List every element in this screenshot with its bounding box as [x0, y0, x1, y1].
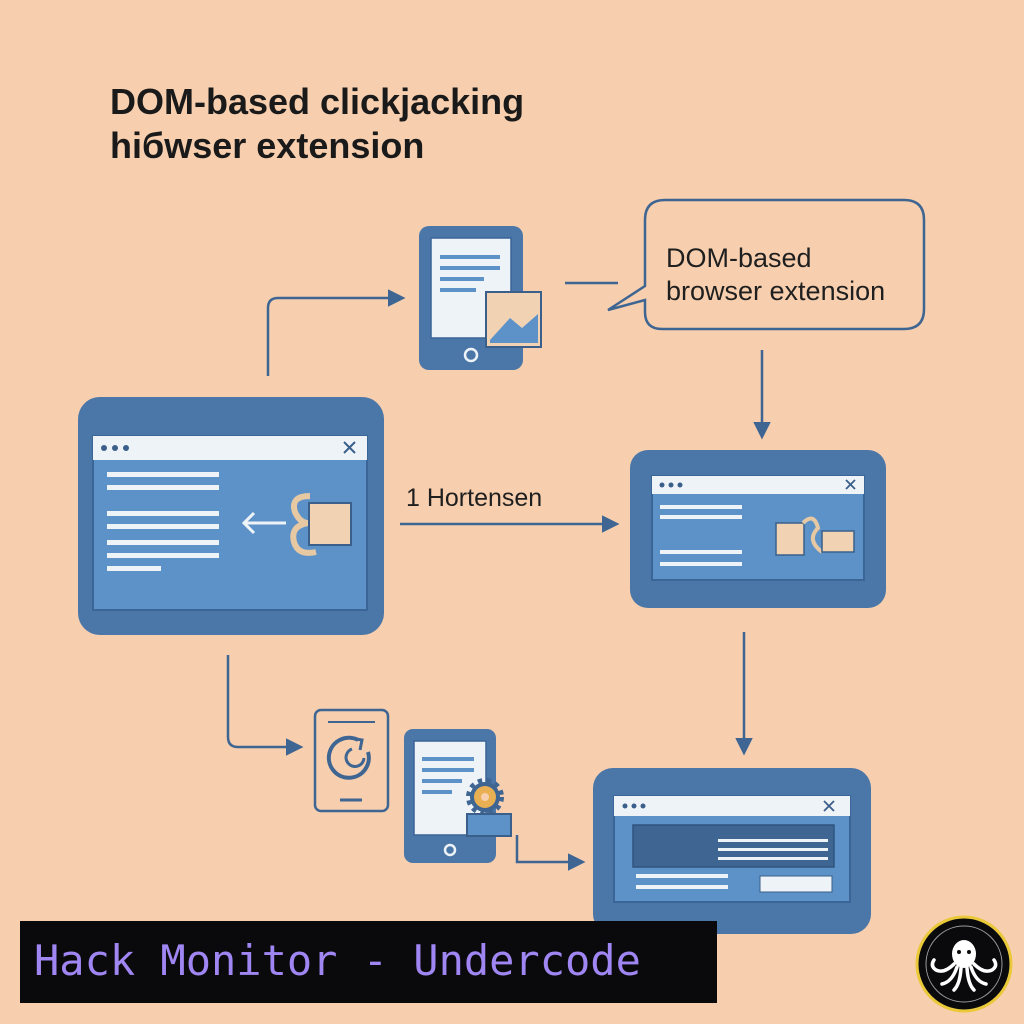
- callout-line-2: browser extension: [666, 276, 886, 306]
- diagram-title: DOM-based clickjacking hiбwser extension: [110, 80, 524, 168]
- browser-window-bottom: [593, 768, 871, 934]
- banner-text: Hack Monitor - Undercode: [34, 936, 641, 985]
- watermark-banner: [20, 921, 717, 1003]
- connector-phone-to-bottom-window: [515, 835, 586, 871]
- callout-line-1: DOM-based: [666, 243, 812, 273]
- tablet-document-icon: [419, 226, 542, 370]
- image-icon: [485, 291, 542, 348]
- octopus-logo: [915, 915, 1013, 1013]
- tablet-gear-icon: [404, 729, 512, 863]
- title-line-1: DOM-based clickjacking: [110, 81, 525, 122]
- browser-window-icon: [78, 397, 384, 635]
- speech-bubble: [607, 198, 926, 331]
- browser-window-right: [630, 450, 886, 608]
- connector-to-tablet: [266, 289, 406, 376]
- title-line-2: hiбwser extension: [110, 125, 425, 166]
- arrow-label: 1 Hortensen: [406, 484, 543, 512]
- puzzle-link-icon: [290, 493, 352, 556]
- callout-text: DOM-based browser extension: [666, 242, 885, 308]
- close-icon: [343, 441, 356, 454]
- refresh-icon: [313, 708, 390, 813]
- connector-main-down: [226, 655, 304, 756]
- gear-icon: [466, 778, 504, 816]
